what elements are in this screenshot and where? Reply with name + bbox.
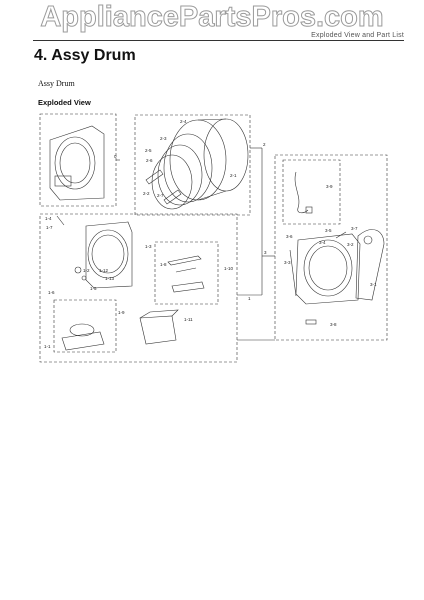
callout-3-6: 3-6 [286,234,293,239]
callout-2: 2 [263,142,266,147]
callout-1-13: 1-13 [105,276,115,281]
drum-part [145,118,249,210]
callout-0: 0 [114,154,117,159]
group-box-1 [39,213,238,363]
exploded-view-label: Exploded View [38,98,91,107]
callout-3-1: 3-1 [370,282,377,287]
front-frame-part [49,125,105,201]
watermark-text: AppliancePartsPros.com [40,1,383,33]
callout-1-3: 1-3 [145,244,152,249]
group-box-0 [39,113,117,207]
watermark-logo: AppliancePartsPros.com [40,1,384,34]
callout-3: 3 [264,250,267,255]
callout-2-4: 2-4 [180,119,187,124]
callout-1-10: 1-10 [224,266,234,271]
callout-3-2: 3-2 [347,242,354,247]
callout-2-1: 2-1 [230,173,237,178]
rear-drum-part [289,229,385,325]
group-box-1-9 [53,299,117,353]
callout-1-9: 1-9 [118,310,125,315]
callout-3-9: 3-9 [326,184,333,189]
callout-1-11: 1-11 [184,317,193,322]
callout-1-1: 1-1 [44,344,51,349]
filter-assy-part [167,255,205,293]
callout-1-4: 1-4 [45,216,52,221]
callout-1-6: 1-6 [48,290,55,295]
group-box-3-9 [282,159,341,225]
callout-1-7: 1-7 [46,225,53,230]
rear-panel-part [56,215,133,289]
callout-2-2: 2-2 [143,191,150,196]
wire-harness-part [294,171,313,214]
filter-housing-part [139,309,179,345]
callout-3-5: 3-5 [325,228,332,233]
assembly-subtitle: Assy Drum [38,79,75,88]
callout-2-5: 2-5 [145,148,152,153]
header-section-label: Exploded View and Part List [311,32,404,39]
callout-2-6: 2-6 [146,158,153,163]
callout-3-8: 3-8 [330,322,337,327]
callout-1-2: 1-2 [83,268,90,273]
callout-3-7: 3-7 [351,226,358,231]
callout-2-7: 2-7 [157,193,164,198]
callout-1-5: 1-5 [90,286,97,291]
callout-1-8: 1-8 [160,262,167,267]
callout-1: 1 [248,296,251,301]
callout-2-3: 2-3 [160,136,167,141]
header-rule [33,40,404,41]
callout-1-12: 1-12 [99,268,109,273]
group-box-2 [134,114,251,216]
page-title: 4. Assy Drum [34,47,136,64]
duct-part [61,323,105,351]
group-box-3 [274,154,388,341]
callout-3-4: 3-4 [319,240,326,245]
group-box-1-10 [154,241,219,305]
callout-3-3: 3-3 [284,260,291,265]
